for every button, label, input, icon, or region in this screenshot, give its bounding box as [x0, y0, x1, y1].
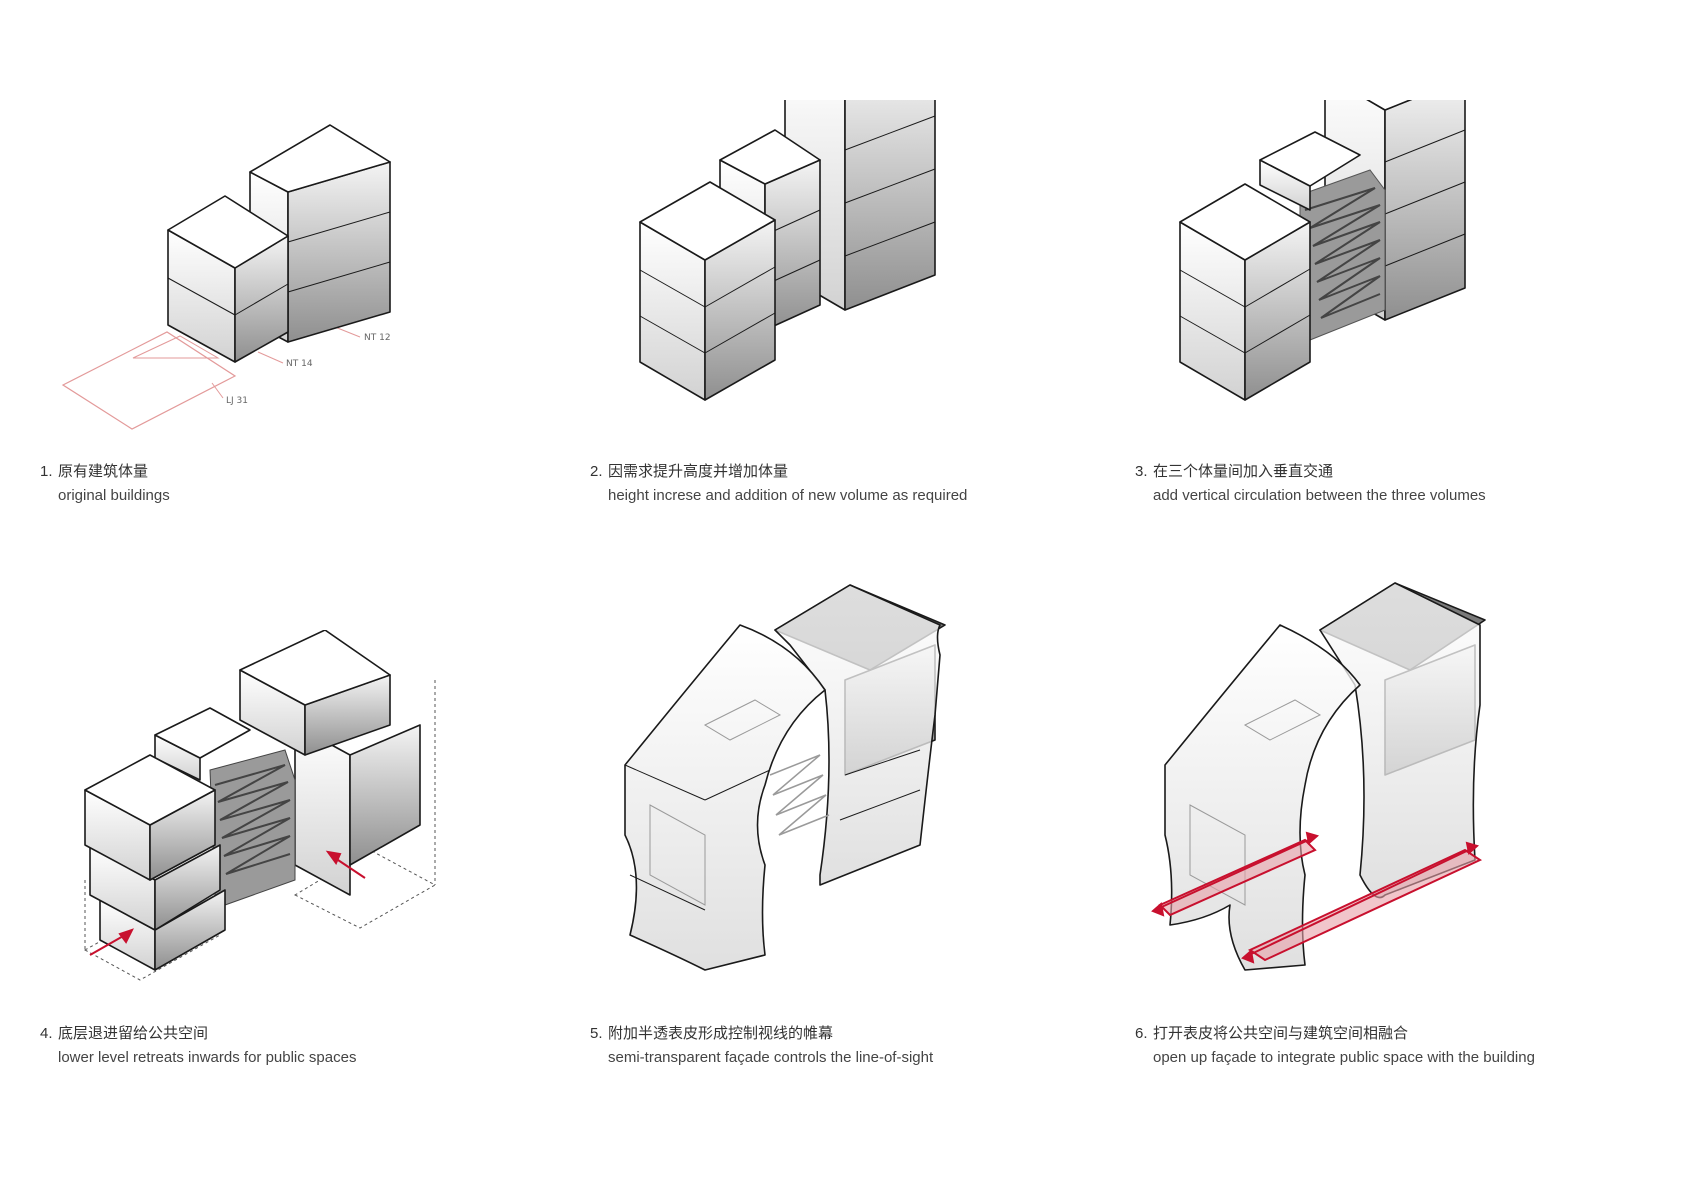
step-number: 5. [590, 1025, 603, 1042]
block-front [1179, 183, 1311, 401]
step-number: 3. [1135, 463, 1148, 480]
step-2-caption: 2. 因需求提升高度并增加体量 height increse and additi… [590, 460, 967, 508]
step-3-panel: 3. 在三个体量间加入垂直交通 add vertical circulation … [1135, 100, 1655, 670]
step-title-zh: 因需求提升高度并增加体量 [608, 463, 789, 480]
step-5-diagram [624, 584, 946, 971]
step-1-diagram: NT 12 NT 14 LJ 31 [61, 124, 391, 430]
site-plan-outline [61, 331, 237, 430]
block-front [639, 181, 776, 401]
facade-skin-left [624, 624, 826, 971]
block-middle [154, 707, 251, 781]
retreat-arrows [89, 850, 366, 956]
inner-volumes [1189, 699, 1322, 906]
step-title-en: open up façade to integrate public space… [1153, 1049, 1535, 1066]
step-title-zh: 在三个体量间加入垂直交通 [1153, 463, 1334, 480]
step-1-caption: 1. 原有建筑体量 original buildings [40, 460, 170, 508]
tag-lj31: LJ 31 [226, 396, 248, 406]
step-title-zh: 打开表皮将公共空间与建筑空间相融合 [1153, 1025, 1409, 1042]
step-number: 2. [590, 463, 603, 480]
step-4-panel: 4. 底层退进留给公共空间 lower level retreats inward… [40, 630, 560, 1200]
step-title-en: height increse and addition of new volum… [608, 487, 968, 504]
step-3-diagram [1179, 100, 1466, 401]
facade-skin-right [1319, 582, 1481, 899]
step-1-panel: NT 12 NT 14 LJ 31 1. 原有建筑体量 original buil… [40, 100, 560, 670]
step-title-zh: 原有建筑体量 [58, 463, 149, 480]
tag-nt12: NT 12 [364, 333, 391, 343]
step-6-panel: 6. 打开表皮将公共空间与建筑空间相融合 open up façade to in… [1135, 575, 1655, 1145]
step-title-zh: 底层退进留给公共空间 [58, 1025, 209, 1042]
block-front [84, 754, 226, 971]
step-2-panel: 2. 因需求提升高度并增加体量 height increse and additi… [590, 100, 1110, 670]
step-5-caption: 5. 附加半透表皮形成控制视线的帷幕 semi-transparent façad… [590, 1022, 933, 1070]
step-number: 1. [40, 463, 53, 480]
block-new-tall [239, 630, 421, 896]
step-title-zh: 附加半透表皮形成控制视线的帷幕 [608, 1025, 834, 1042]
tag-nt14: NT 14 [286, 359, 313, 369]
step-title-en: semi-transparent façade controls the lin… [608, 1049, 934, 1066]
inner-volumes [649, 699, 830, 906]
step-6-diagram [1151, 582, 1486, 971]
step-title-en: lower level retreats inwards for public … [58, 1049, 357, 1066]
facade-skin-right [774, 584, 941, 886]
step-title-en: original buildings [58, 487, 170, 504]
step-5-panel: 5. 附加半透表皮形成控制视线的帷幕 semi-transparent façad… [590, 575, 1110, 1145]
step-3-caption: 3. 在三个体量间加入垂直交通 add vertical circulation … [1135, 460, 1486, 508]
block-short [167, 195, 289, 363]
step-4-diagram [83, 630, 437, 981]
step-4-caption: 4. 底层退进留给公共空间 lower level retreats inward… [40, 1022, 356, 1070]
public-space-strips [1151, 831, 1483, 964]
step-number: 6. [1135, 1025, 1148, 1042]
block-middle [1259, 131, 1361, 211]
step-number: 4. [40, 1025, 53, 1042]
step-title-en: add vertical circulation between the thr… [1153, 487, 1486, 504]
step-6-caption: 6. 打开表皮将公共空间与建筑空间相融合 open up façade to in… [1135, 1022, 1535, 1070]
stair-core [209, 749, 296, 906]
stair-core [1299, 169, 1386, 341]
step-2-diagram [639, 100, 936, 401]
